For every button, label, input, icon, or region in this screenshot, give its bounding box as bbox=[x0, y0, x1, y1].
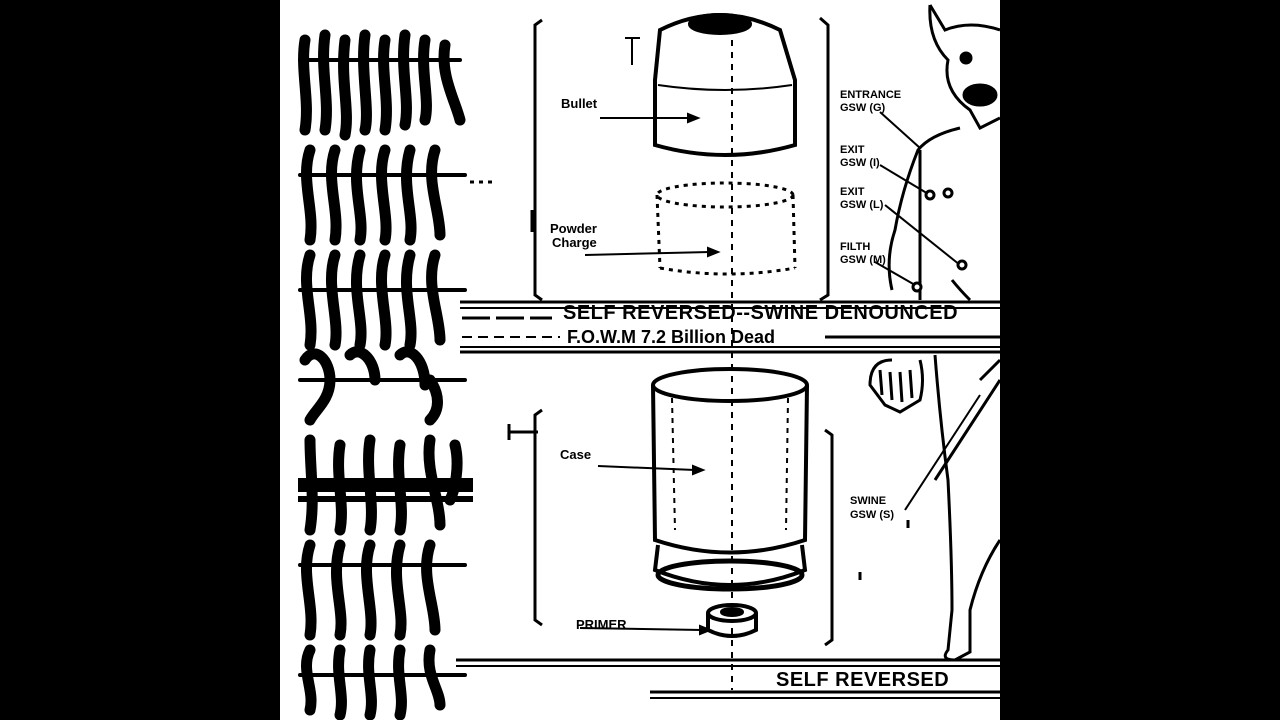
filth-gsw-label: GSW (M) bbox=[840, 254, 886, 266]
album-art: Bullet Powder Charge Case PRIMER ENTRANC… bbox=[280, 0, 1000, 720]
entrance-label: ENTRANCE bbox=[840, 89, 902, 101]
swine-label: SWINE bbox=[850, 495, 887, 507]
exit-1-label: EXIT bbox=[840, 144, 865, 156]
exit-2-label: EXIT bbox=[840, 186, 865, 198]
filth-label: FILTH bbox=[840, 241, 871, 253]
charge-label: Charge bbox=[552, 235, 597, 250]
swine-gsw-label: GSW (S) bbox=[850, 509, 894, 521]
entrance-gsw-label: GSW (G) bbox=[840, 102, 886, 114]
powder-label: Powder bbox=[550, 221, 597, 236]
exit-1-gsw-label: GSW (I) bbox=[840, 157, 880, 169]
primer-label: PRIMER bbox=[576, 617, 627, 632]
bullet-label: Bullet bbox=[561, 96, 598, 111]
banner-line-2: F.O.W.M 7.2 Billion Dead bbox=[567, 327, 776, 347]
blackletter-logo-icon bbox=[298, 4, 1000, 720]
exit-2-gsw-label: GSW (L) bbox=[840, 199, 884, 211]
banner-bottom: SELF REVERSED bbox=[776, 669, 950, 691]
banner-line-1: SELF REVERSED--SWINE DENOUNCED bbox=[563, 302, 959, 324]
case-label: Case bbox=[560, 447, 592, 462]
